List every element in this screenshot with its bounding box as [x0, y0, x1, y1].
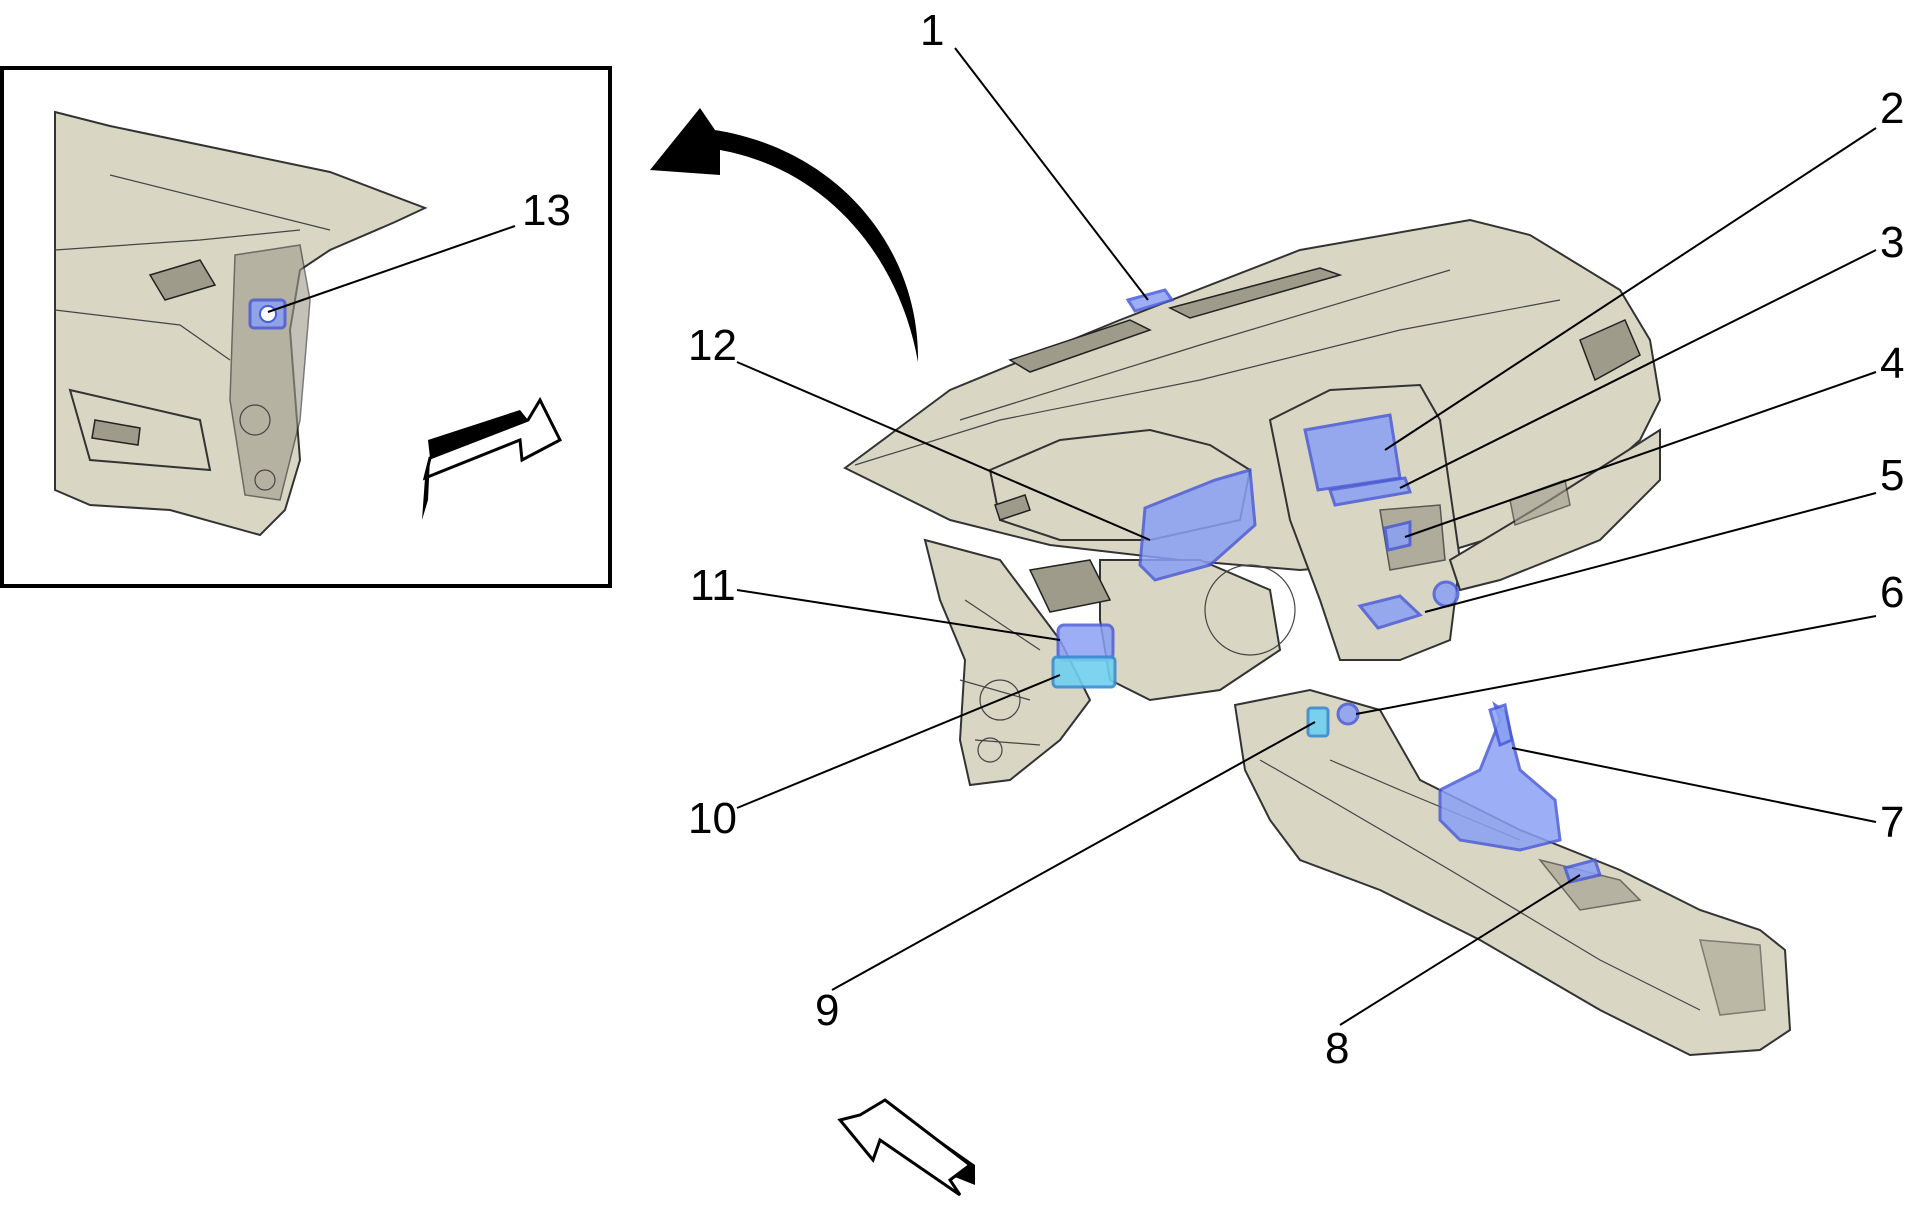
callout-3: 3 [1880, 218, 1904, 267]
component-13 [248, 298, 287, 330]
instrument-panel [843, 218, 1662, 787]
callout-7: 7 [1880, 798, 1904, 847]
component-2 [1303, 413, 1402, 492]
callout-11: 11 [690, 561, 736, 610]
callout-9: 9 [815, 986, 839, 1035]
callout-12: 12 [688, 321, 737, 370]
component-1 [1125, 288, 1175, 313]
callout-4: 4 [1880, 339, 1904, 388]
component-6 [1336, 702, 1360, 726]
component-12 [1138, 468, 1257, 582]
view-direction-arrow-main [837, 1098, 975, 1197]
component-8 [1563, 858, 1602, 884]
component-11 [1056, 623, 1115, 662]
component-7 [1438, 701, 1562, 852]
callout-8: 8 [1325, 1024, 1349, 1073]
view-direction-arrow-inset [422, 396, 562, 520]
component-10 [1051, 655, 1117, 689]
inset-detail-view [0, 66, 612, 588]
callout-6: 6 [1880, 568, 1904, 617]
floor-console [1233, 688, 1792, 1057]
callout-13: 13 [522, 186, 571, 235]
leader-lines [267, 47, 1877, 1026]
callout-labels: 1 2 3 4 5 6 7 8 9 10 11 12 13 [522, 6, 1904, 1073]
component-5 [1357, 580, 1460, 630]
component-3 [1328, 476, 1413, 507]
callout-5: 5 [1880, 451, 1904, 500]
component-9 [1306, 706, 1330, 738]
component-4 [1383, 520, 1412, 552]
callout-2: 2 [1880, 84, 1904, 133]
callout-1: 1 [920, 6, 944, 55]
inset-reference-arrow [650, 108, 919, 362]
callout-10: 10 [688, 794, 737, 843]
